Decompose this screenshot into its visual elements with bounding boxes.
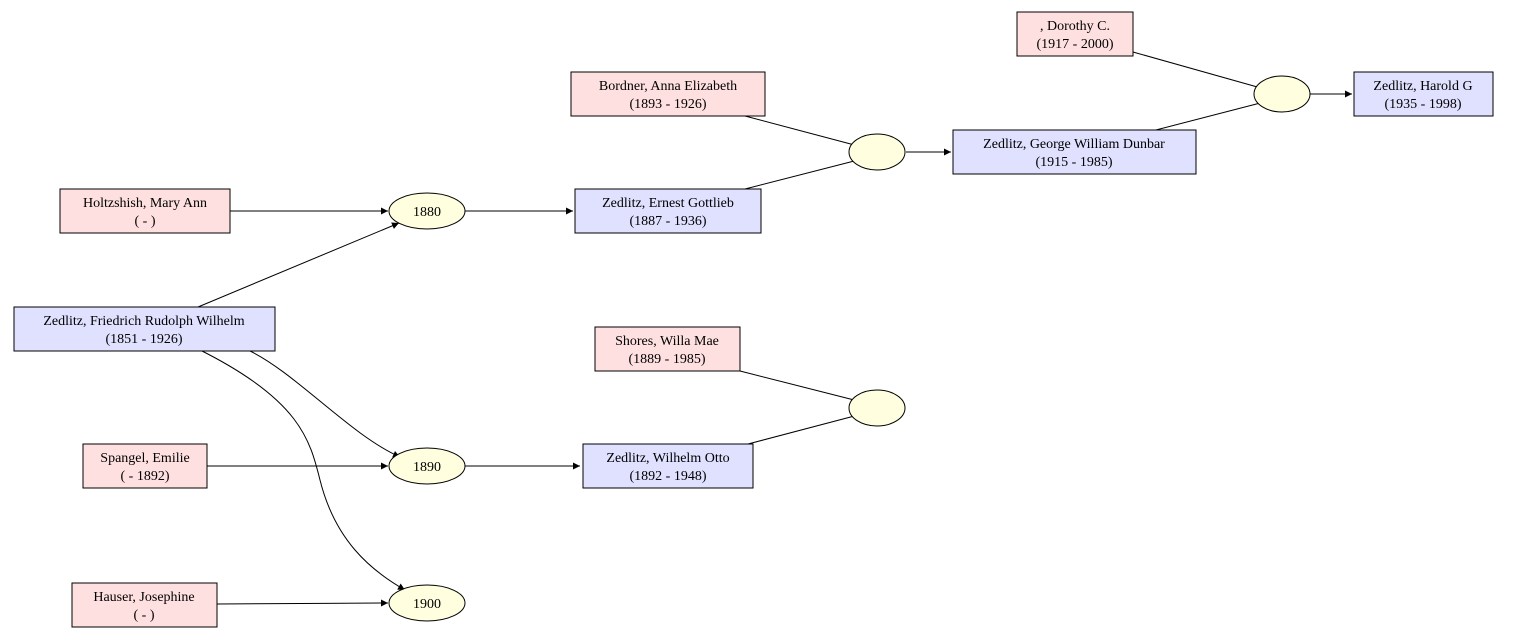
person-dates: (1889 - 1985) xyxy=(629,352,706,367)
edge-josephine-to-family-1900 xyxy=(216,599,389,607)
person-name: Zedlitz, Wilhelm Otto xyxy=(606,451,729,466)
person-name: Zedlitz, Harold G xyxy=(1373,79,1472,94)
family-node-1900[interactable]: 1900 xyxy=(388,584,466,622)
person-name: Bordner, Anna Elizabeth xyxy=(599,79,737,94)
person-name: , Dorothy C. xyxy=(1040,19,1110,34)
person-harold[interactable]: Zedlitz, Harold G (1935 - 1998) xyxy=(1353,71,1494,117)
person-josephine[interactable]: Hauser, Josephine ( - ) xyxy=(71,582,218,628)
edge-dorothy-to-family-george xyxy=(1132,51,1269,92)
person-name: Zedlitz, Friedrich Rudolph Wilhelm xyxy=(43,314,244,329)
person-willa[interactable]: Shores, Willa Mae (1889 - 1985) xyxy=(594,326,741,372)
person-name: Holtzshish, Mary Ann xyxy=(83,196,207,211)
person-wilhelm[interactable]: Zedlitz, Wilhelm Otto (1892 - 1948) xyxy=(582,443,754,489)
person-dates: ( - 1892) xyxy=(121,469,170,484)
family-node-1880[interactable]: 1880 xyxy=(388,192,466,230)
person-name: Spangel, Emilie xyxy=(100,451,189,466)
person-dates: (1917 - 2000) xyxy=(1037,37,1114,52)
person-name: Hauser, Josephine xyxy=(93,590,194,605)
family-node-george-dorothy[interactable] xyxy=(1253,75,1311,113)
edge-george-to-family-george xyxy=(1151,99,1269,132)
person-dates: (1892 - 1948) xyxy=(630,469,707,484)
person-emilie[interactable]: Spangel, Emilie ( - 1892) xyxy=(82,443,208,489)
edges xyxy=(197,51,1352,607)
person-ernest[interactable]: Zedlitz, Ernest Gottlieb (1887 - 1936) xyxy=(574,188,762,234)
person-george[interactable]: Zedlitz, George William Dunbar (1915 - 1… xyxy=(952,129,1197,175)
edge-friedrich-to-family-1890 xyxy=(247,349,401,458)
person-name: Zedlitz, George William Dunbar xyxy=(983,137,1165,152)
family-node-ernest-anna[interactable] xyxy=(848,133,906,171)
family-year-label: 1880 xyxy=(413,205,441,220)
person-dates: (1893 - 1926) xyxy=(630,97,707,112)
edge-friedrich-to-family-1880 xyxy=(197,222,400,308)
person-dates: ( - ) xyxy=(135,214,156,229)
family-year-label: 1890 xyxy=(413,460,441,475)
person-dates: (1915 - 1985) xyxy=(1036,155,1113,170)
edge-anna-to-family-ernest xyxy=(744,115,863,149)
person-dorothy[interactable]: , Dorothy C. (1917 - 2000) xyxy=(1016,11,1134,57)
person-name: Zedlitz, Ernest Gottlieb xyxy=(602,196,734,211)
edge-friedrich-to-family-1900 xyxy=(199,349,406,591)
person-mary[interactable]: Holtzshish, Mary Ann ( - ) xyxy=(59,188,231,234)
person-name: Shores, Willa Mae xyxy=(615,334,719,349)
edge-ernest-to-family-ernest xyxy=(744,157,863,190)
person-dates: (1887 - 1936) xyxy=(630,214,707,229)
edge-wilhelm-to-family-wilhelm xyxy=(747,412,863,445)
family-node-1890[interactable]: 1890 xyxy=(388,447,466,485)
person-dates: (1851 - 1926) xyxy=(106,332,183,347)
person-anna[interactable]: Bordner, Anna Elizabeth (1893 - 1926) xyxy=(570,71,766,117)
edge-willa-to-family-wilhelm xyxy=(739,370,863,404)
person-dates: (1935 - 1998) xyxy=(1385,97,1462,112)
family-node-wilhelm-willa[interactable] xyxy=(848,389,906,427)
person-dates: ( - ) xyxy=(134,608,155,623)
family-year-label: 1900 xyxy=(413,597,441,612)
person-friedrich[interactable]: Zedlitz, Friedrich Rudolph Wilhelm (1851… xyxy=(13,306,276,352)
